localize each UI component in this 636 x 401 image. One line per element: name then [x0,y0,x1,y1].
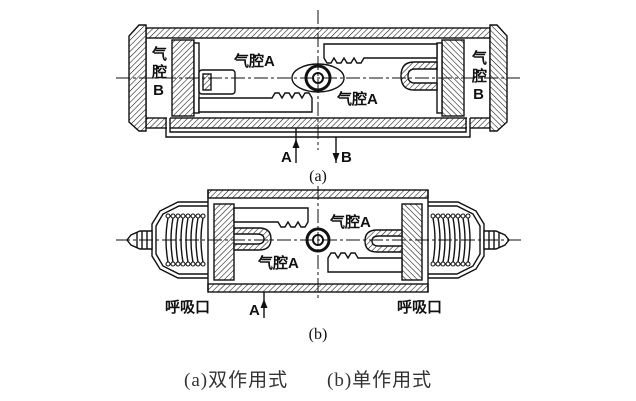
port-b-label-a: B [341,149,352,166]
bracket-section [202,73,212,91]
rack-bracket-left-a [198,69,236,95]
caption-part-b: (b)单作用式 [327,369,432,391]
chamber-b-label-right-a: 气腔B [470,50,487,106]
diagram-a-double-acting: 气腔A 气腔A A B (a) [116,10,520,185]
piston-right-b [401,203,423,281]
spring-wire-sections [165,213,206,267]
arrow-down-icon [332,153,340,162]
end-cap-left-a [128,24,147,132]
port-a-label-b: A [249,302,260,319]
piston-left-b [213,203,235,281]
rack-upper-left-b [233,207,309,228]
rack-hook-right-a [400,61,438,91]
passage-bore-left-a [167,117,170,129]
rack-hook-right-b [364,229,403,253]
diagram-b-single-acting: 气腔A 气腔A 呼吸口 呼吸口 A (b) [116,186,522,343]
chamber-a-label-lower-b: 气腔A [257,254,299,272]
breather-label-left-b: 呼吸口 [165,299,210,316]
port-a-label-a: A [281,149,292,166]
rack-lower-left-a [198,92,313,113]
diagram-b-label: (b) [309,326,328,343]
caption-part-a: (a)双作用式 [184,369,288,391]
diagram-a-label: (a) [309,168,327,185]
chamber-a-label-upper-a: 气腔A [233,52,275,70]
chamber-a-label-lower-a: 气腔A [336,90,378,108]
passage-bore-right-a [467,117,470,129]
chamber-a-label-upper-b: 气腔A [329,213,371,231]
rack-upper-right-a [323,43,438,64]
figure-caption: (a)双作用式 (b)单作用式 [184,369,432,391]
rack-hook-left-b [233,227,272,251]
rack-lower-right-b [327,252,403,273]
chamber-b-label-left-a: 气腔B [150,46,167,102]
arrow-up-icon [260,299,268,308]
arrow-up-icon [292,139,300,148]
breather-label-right-b: 呼吸口 [397,299,442,316]
